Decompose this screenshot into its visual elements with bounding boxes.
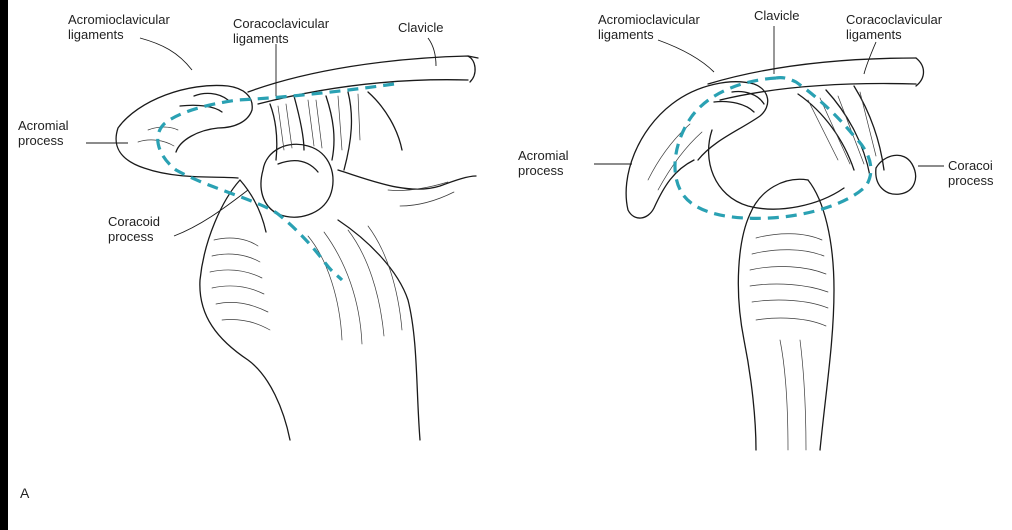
right-coracoid-label: Coracoi process [948, 158, 994, 188]
right-acromion-outline [626, 82, 768, 218]
right-coracoid-knob [876, 155, 916, 194]
label-line: ligaments [68, 27, 170, 42]
right-humerus-outline [738, 180, 834, 450]
label-line: process [18, 133, 69, 148]
label-line: Coracoi [948, 158, 994, 173]
label-line: Coracoclavicular [233, 16, 329, 31]
label-line: ligaments [846, 27, 942, 42]
left-shoulder-drawing [116, 56, 478, 440]
label-line: ligaments [233, 31, 329, 46]
left-acromioclavicular-label: Acromioclavicular ligaments [68, 12, 170, 42]
left-coracoclavicular-label: Coracoclavicular ligaments [233, 16, 329, 46]
right-coracoclavicular-label: Coracoclavicular ligaments [846, 12, 942, 42]
left-clavicle-label: Clavicle [398, 20, 444, 35]
label-line: Clavicle [754, 8, 800, 23]
illustration-canvas: Acromioclavicular ligaments Coracoclavic… [8, 0, 1012, 530]
label-line: Acromioclavicular [68, 12, 170, 27]
right-acromial-label: Acromial process [518, 148, 569, 178]
label-line: process [108, 229, 160, 244]
left-coracoid-label: Coracoid process [108, 214, 160, 244]
label-line: Coracoclavicular [846, 12, 942, 27]
right-acromioclavicular-label: Acromioclavicular ligaments [598, 12, 700, 42]
label-line: process [948, 173, 994, 188]
label-line: Coracoid [108, 214, 160, 229]
shoulder-drawings [8, 0, 1012, 530]
label-line: Acromioclavicular [598, 12, 700, 27]
label-line: ligaments [598, 27, 700, 42]
left-coracoid-knob [261, 144, 333, 217]
label-line: Clavicle [398, 20, 444, 35]
left-acromial-label: Acromial process [18, 118, 69, 148]
label-line: Acromial [518, 148, 569, 163]
right-shoulder-drawing [626, 58, 923, 450]
right-clavicle-label: Clavicle [754, 8, 800, 23]
right-dashed-outline [675, 78, 871, 219]
panel-label-a: A [20, 486, 29, 501]
label-line: process [518, 163, 569, 178]
label-line: Acromial [18, 118, 69, 133]
right-leader-lines [594, 26, 944, 166]
